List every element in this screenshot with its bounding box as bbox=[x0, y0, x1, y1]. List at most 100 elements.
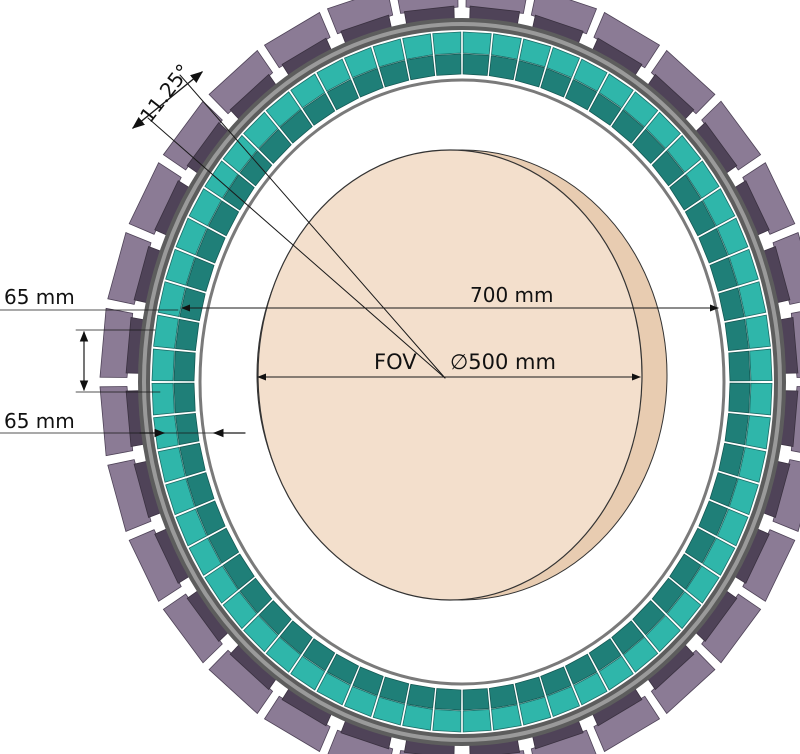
crystal-block-inner bbox=[651, 577, 685, 614]
crystal-block-outer bbox=[222, 134, 258, 173]
crystal-block-inner bbox=[632, 600, 666, 636]
crystal-block-outer bbox=[645, 615, 681, 653]
crystal-block-inner bbox=[239, 150, 273, 187]
crystal-block-outer bbox=[188, 188, 222, 227]
module-depth-label: 65 mm bbox=[4, 409, 75, 433]
crystal-block-outer bbox=[519, 696, 552, 726]
crystal-block-outer bbox=[151, 382, 175, 416]
crystal-block-outer bbox=[645, 111, 681, 149]
crystal-block-inner bbox=[462, 53, 490, 76]
crystal-block-outer bbox=[204, 565, 239, 604]
fov-label: FOV bbox=[374, 350, 417, 374]
crystal-block-outer bbox=[402, 33, 433, 60]
fov-diameter-label: ∅500 mm bbox=[450, 350, 556, 374]
crystal-block-outer bbox=[157, 447, 186, 483]
crystal-block-outer bbox=[519, 38, 552, 68]
crystal-block-inner bbox=[462, 688, 490, 711]
crystal-block-inner bbox=[698, 500, 729, 537]
crystal-block-inner bbox=[302, 638, 336, 672]
crystal-block-outer bbox=[716, 217, 749, 256]
crystal-block-inner bbox=[179, 287, 206, 322]
crystal-block-inner bbox=[175, 318, 200, 352]
crystal-block-outer bbox=[745, 415, 771, 450]
crystal-block-outer bbox=[573, 58, 608, 92]
crystal-block-outer bbox=[622, 91, 659, 128]
crystal-block-outer bbox=[432, 709, 462, 733]
frame-ring bbox=[138, 18, 786, 746]
crystal-block-outer bbox=[153, 415, 179, 450]
crystal-block-inner bbox=[684, 200, 716, 237]
crystal-ring bbox=[151, 31, 773, 733]
crystal-block-outer bbox=[175, 508, 208, 547]
crystal-block-inner bbox=[514, 676, 545, 704]
crystal-block-inner bbox=[279, 109, 313, 144]
crystal-block-outer bbox=[546, 46, 581, 79]
crystal-block-outer bbox=[622, 636, 659, 673]
inner-liner bbox=[198, 78, 726, 686]
crystal-block-outer bbox=[265, 636, 302, 673]
crystal-block-inner bbox=[588, 92, 622, 126]
crystal-block-inner bbox=[258, 600, 292, 636]
crystal-block-outer bbox=[372, 38, 405, 68]
crystal-block-outer bbox=[343, 685, 378, 718]
crystal-block-outer bbox=[749, 382, 773, 416]
crystal-block-inner bbox=[173, 382, 196, 414]
crystal-block-outer bbox=[157, 281, 186, 317]
crystal-block-inner bbox=[718, 287, 745, 322]
crystal-block-inner bbox=[279, 620, 313, 655]
crystal-block-inner bbox=[488, 55, 518, 81]
crystal-block-inner bbox=[379, 676, 410, 704]
crystal-block-outer bbox=[151, 348, 175, 382]
crystal-block-outer bbox=[402, 704, 433, 731]
crystal-block-outer bbox=[716, 508, 749, 547]
crystal-block-inner bbox=[611, 620, 645, 655]
ring-diameter-label: 700 mm bbox=[470, 283, 554, 307]
crystal-block-inner bbox=[540, 666, 572, 697]
crystal-block-outer bbox=[738, 281, 767, 317]
crystal-block-outer bbox=[372, 696, 405, 726]
crystal-block-outer bbox=[188, 537, 222, 576]
crystal-block-inner bbox=[588, 638, 622, 672]
crystal-block-outer bbox=[243, 111, 279, 149]
crystal-block-outer bbox=[573, 672, 608, 706]
crystal-block-outer bbox=[462, 709, 492, 733]
crystal-block-outer bbox=[165, 248, 196, 286]
module-height-label: 65 mm bbox=[4, 285, 75, 309]
crystal-block-inner bbox=[728, 382, 751, 414]
crystal-block-outer bbox=[685, 565, 720, 604]
crystal-block-outer bbox=[204, 160, 239, 199]
crystal-block-inner bbox=[222, 174, 255, 211]
crystal-block-inner bbox=[724, 318, 749, 352]
crystal-block-outer bbox=[749, 348, 773, 382]
crystal-block-inner bbox=[434, 688, 462, 711]
crystal-block-outer bbox=[165, 478, 196, 516]
crystal-block-inner bbox=[632, 128, 666, 164]
crystal-block-inner bbox=[718, 442, 745, 477]
crystal-block-inner bbox=[179, 442, 206, 477]
crystal-block-inner bbox=[611, 109, 645, 144]
crystal-block-inner bbox=[488, 683, 518, 709]
crystal-block-outer bbox=[153, 314, 179, 349]
crystal-block-inner bbox=[173, 350, 196, 382]
crystal-block-outer bbox=[243, 615, 279, 653]
crystal-block-inner bbox=[186, 472, 215, 507]
crystal-block-inner bbox=[258, 128, 292, 164]
crystal-block-outer bbox=[738, 447, 767, 483]
crystal-block-outer bbox=[546, 685, 581, 718]
crystal-block-inner bbox=[326, 653, 360, 686]
crystal-block-inner bbox=[326, 78, 360, 111]
crystal-block-inner bbox=[406, 683, 436, 709]
crystal-block-inner bbox=[195, 227, 226, 264]
crystal-block-outer bbox=[222, 591, 258, 630]
crystal-block-inner bbox=[302, 92, 336, 126]
crystal-block-outer bbox=[728, 478, 759, 516]
dimension-lines bbox=[0, 71, 719, 438]
crystal-block-inner bbox=[239, 577, 273, 614]
crystal-block-outer bbox=[265, 91, 302, 128]
crystal-block-inner bbox=[222, 553, 255, 590]
crystal-block-outer bbox=[316, 58, 351, 92]
crystal-block-outer bbox=[666, 134, 702, 173]
crystal-block-inner bbox=[651, 150, 685, 187]
crystal-block-outer bbox=[685, 160, 720, 199]
